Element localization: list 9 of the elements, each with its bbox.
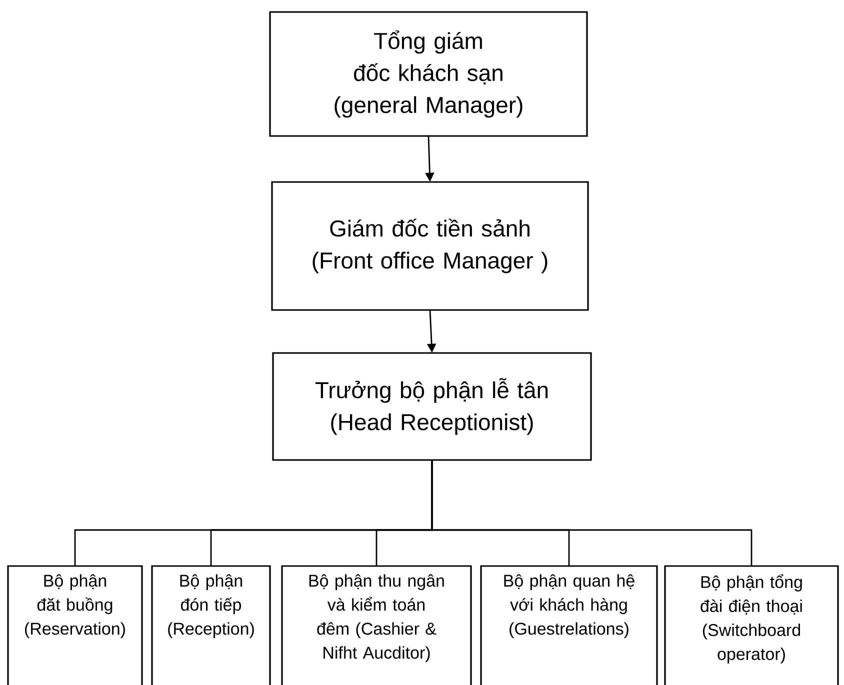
org-box: Bộ phận đón tiếp (Reception)	[151, 565, 271, 685]
org-box: Giám đốc tiền sảnh (Front office Manager )	[271, 181, 589, 311]
org-box: Bộ phận tổng đài điện thoại (Switchboard operator)	[664, 565, 839, 685]
org-box: Bộ phận thu ngân và kiểm toán đêm (Cashier & Nifht Aucditor)	[281, 565, 472, 685]
org-box: Tổng giám đốc khách sạn (general Manager)	[269, 11, 588, 137]
org-box: Trưởng bộ phận lễ tân (Head Receptionist)	[272, 352, 592, 461]
org-box: Bộ phận quan hệ với khách hàng (Guestrelations)	[480, 565, 658, 685]
org-box: Bộ phận đăt buồng (Reservation)	[7, 565, 143, 685]
connector-line	[431, 460, 752, 566]
